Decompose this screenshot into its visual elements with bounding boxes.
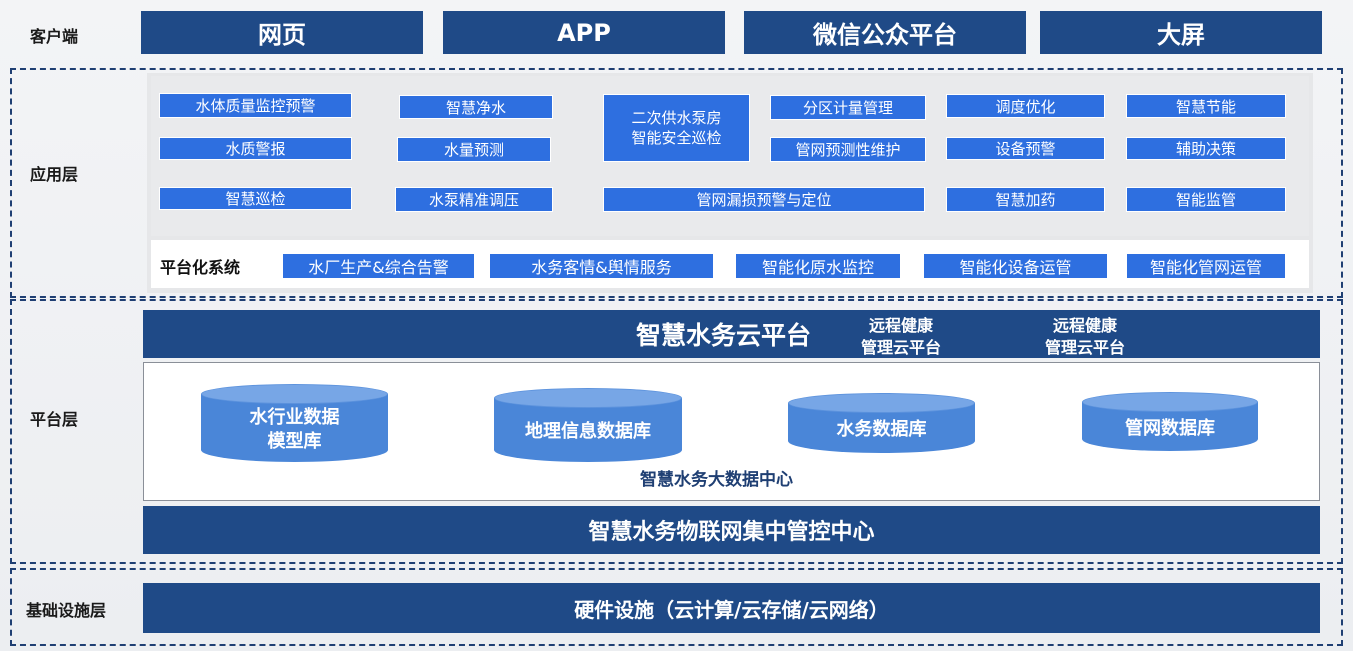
db-pipe-network-label: 管网数据库 — [1125, 417, 1215, 439]
db-cylinder-industry-model: 水行业数据模型库 — [201, 384, 388, 462]
app-tag-smart-dosing: 智慧加药 — [946, 187, 1105, 212]
app-tag-pipe-maintenance: 管网预测性维护 — [770, 137, 926, 162]
app-tag-dispatch-optimize: 调度优化 — [946, 94, 1105, 118]
platform-tag-customer-service: 水务客情&舆情服务 — [489, 253, 714, 279]
platform-layer-frame — [10, 299, 1343, 564]
remote-health-1-line1: 远程健康 — [868, 316, 933, 335]
hardware-bar: 硬件设施（云计算/云存储/云网络） — [143, 583, 1320, 633]
db-cylinder-gis: 地理信息数据库 — [494, 388, 682, 462]
platform-tag-raw-water: 智能化原水监控 — [735, 253, 901, 279]
platform-tag-plant-alarm: 水厂生产&综合告警 — [282, 253, 475, 279]
db-cylinder-pipe-network: 管网数据库 — [1082, 392, 1258, 451]
db-cylinder-water-affairs: 水务数据库 — [788, 393, 975, 453]
cloud-platform-title: 智慧水务云平台 — [636, 321, 812, 350]
app-tag-smart-inspection: 智慧巡检 — [159, 187, 352, 210]
platform-tag-equip-ops: 智能化设备运管 — [923, 253, 1108, 279]
client-web: 网页 — [141, 11, 423, 54]
app-layer-frame — [10, 68, 1343, 298]
remote-health-2: 远程健康 管理云平台 — [1036, 315, 1134, 359]
app-tag-pump-pressure: 水泵精准调压 — [395, 187, 553, 212]
remote-health-2-line2: 管理云平台 — [1044, 338, 1125, 357]
remote-health-1-line2: 管理云平台 — [860, 338, 941, 357]
app-tag-leak-warning: 管网漏损预警与定位 — [603, 187, 925, 212]
app-tag-zone-metering: 分区计量管理 — [770, 95, 926, 120]
db-industry-line2: 模型库 — [267, 431, 322, 452]
bigdata-center-label: 智慧水务大数据中心 — [640, 470, 793, 490]
client-wechat: 微信公众平台 — [744, 11, 1026, 54]
app-tag-equip-warning: 设备预警 — [946, 137, 1105, 160]
app-tag-water-forecast: 水量预测 — [397, 137, 551, 162]
platform-system-label: 平台化系统 — [160, 258, 241, 277]
db-gis-label: 地理信息数据库 — [525, 421, 651, 442]
remote-health-1: 远程健康 管理云平台 — [852, 315, 950, 359]
app-tag-water-alarm: 水质警报 — [159, 137, 352, 160]
client-app: APP — [443, 11, 725, 54]
db-water-affairs-label: 水务数据库 — [836, 419, 927, 440]
app-tag-secondary-pump: 二次供水泵房 智能安全巡检 — [603, 94, 750, 162]
app-tag-smart-energy: 智慧节能 — [1126, 94, 1286, 118]
layer-label-platform: 平台层 — [30, 410, 79, 429]
secondary-pump-line2: 智能安全巡检 — [631, 129, 722, 147]
db-industry-line1: 水行业数据 — [249, 407, 340, 428]
iot-control-center-bar: 智慧水务物联网集中管控中心 — [143, 506, 1320, 554]
remote-health-2-line1: 远程健康 — [1052, 316, 1117, 335]
client-bigscreen: 大屏 — [1040, 11, 1322, 54]
app-tag-smart-supervise: 智能监管 — [1126, 187, 1286, 212]
app-tag-water-quality-monitor: 水体质量监控预警 — [159, 93, 352, 118]
app-tag-decision-support: 辅助决策 — [1126, 137, 1286, 160]
cloud-platform-bar — [143, 310, 1320, 358]
layer-label-infra: 基础设施层 — [26, 601, 107, 620]
app-tag-smart-purify: 智慧净水 — [399, 95, 553, 119]
layer-label-client: 客户端 — [30, 27, 79, 46]
secondary-pump-line1: 二次供水泵房 — [631, 109, 722, 127]
infra-layer-frame — [10, 568, 1343, 646]
platform-tag-pipe-ops: 智能化管网运管 — [1126, 253, 1286, 279]
layer-label-app: 应用层 — [30, 165, 79, 184]
